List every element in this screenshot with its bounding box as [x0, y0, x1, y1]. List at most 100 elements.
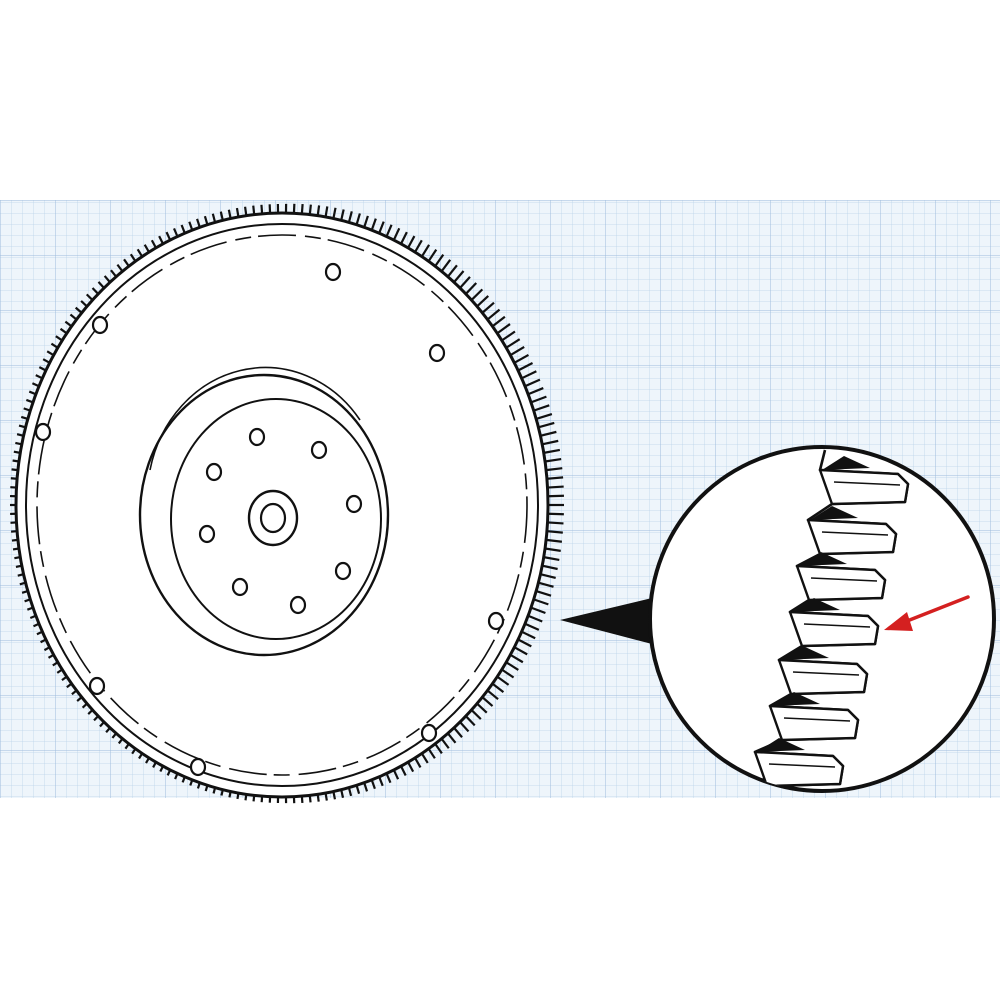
hub-recess-shadow-arc	[149, 366, 361, 471]
ring-gear-tooth	[440, 737, 450, 749]
outer-bolt-hole	[420, 723, 438, 743]
hub-bolt-hole	[310, 440, 328, 460]
ring-gear-tooth	[355, 213, 361, 226]
ring-gear-tooth	[427, 748, 436, 759]
ring-gear-tooth	[414, 757, 422, 768]
ring-gear-tooth	[414, 239, 423, 253]
ring-gear-tooth	[509, 653, 524, 664]
ring-gear-tooth	[505, 661, 519, 671]
outer-bolt-hole	[34, 422, 52, 442]
tooth-shadow	[772, 692, 820, 706]
ring-gear-tooth	[546, 530, 563, 534]
hub-bolt-hole	[231, 577, 249, 597]
ring-gear-tooth	[544, 547, 561, 552]
tooth-chamfer-line	[833, 481, 901, 486]
ring-gear-tooth	[340, 209, 345, 221]
ring-gear-tooth	[546, 476, 564, 480]
tooth-chamfer-line	[768, 763, 836, 768]
magnified-tooth	[768, 704, 860, 742]
ring-gear-tooth	[434, 253, 445, 267]
ring-gear-tooth	[300, 204, 304, 214]
ring-gear-tooth	[481, 301, 495, 314]
ring-gear-tooth	[407, 235, 416, 249]
magnified-tooth	[777, 658, 869, 696]
hub-bolt-hole	[198, 524, 216, 544]
ring-gear-tooth	[400, 765, 407, 777]
tooth-chamfer-line	[810, 577, 878, 582]
ring-gear-tooth	[385, 224, 393, 237]
ring-gear-tooth	[496, 323, 511, 335]
ring-gear-tooth	[533, 404, 550, 412]
ring-gear-tooth	[491, 315, 506, 328]
ring-gear-tooth	[535, 590, 552, 597]
ring-gear-tooth	[476, 702, 488, 714]
hub-bolt-hole	[345, 494, 363, 514]
magnified-tooth	[788, 610, 880, 648]
ring-gear-tooth	[513, 646, 528, 656]
ring-gear-tooth	[521, 370, 537, 380]
ring-gear-tooth	[544, 457, 562, 463]
hub-bolt-hole	[205, 462, 223, 482]
ring-gear-tooth	[513, 353, 530, 364]
ring-gear-tooth	[324, 206, 329, 218]
tooth-shadow	[822, 456, 870, 470]
ring-gear-tooth	[420, 752, 429, 764]
ring-gear-tooth	[347, 211, 353, 223]
ring-gear-tooth	[470, 709, 482, 720]
flywheel-rim-inner-edge	[25, 223, 539, 787]
magnified-tooth	[753, 750, 845, 788]
ring-gear-tooth	[509, 346, 525, 357]
ring-gear-tooth	[459, 276, 471, 289]
ring-gear-tooth	[446, 264, 458, 278]
ring-gear-tooth	[517, 638, 532, 648]
ring-gear-tooth	[541, 564, 558, 571]
ring-gear-tooth	[543, 448, 561, 454]
ring-gear-tooth	[400, 231, 408, 245]
tooth-chamfer-line	[803, 623, 871, 628]
ring-gear-tooth	[427, 249, 438, 262]
magnified-tooth	[795, 564, 887, 602]
ring-gear-tooth	[547, 485, 564, 489]
ring-gear-tooth	[540, 573, 556, 580]
flywheel-friction-face-edge	[36, 234, 528, 776]
outer-bolt-holes	[34, 262, 505, 777]
ring-gear-tooth	[392, 227, 401, 241]
tooth-shadow	[799, 552, 847, 566]
hub-bolt-hole	[334, 561, 352, 581]
ring-gear-tooth	[496, 675, 510, 686]
ring-gear-tooth	[524, 378, 541, 388]
magnified-tooth	[806, 518, 898, 556]
ring-gear-tooth	[308, 204, 312, 215]
tooth-shadow	[781, 646, 829, 660]
ring-gear-tooth	[370, 779, 376, 790]
ring-gear-tooth	[501, 668, 515, 679]
ring-gear-tooth	[465, 715, 476, 727]
ring-gear-tooth	[491, 682, 505, 694]
ring-gear-tooth	[545, 538, 563, 543]
ring-gear-tooth	[392, 769, 400, 780]
hub-bolt-holes	[198, 427, 363, 615]
ring-gear-tooth	[486, 689, 499, 701]
ring-gear-tooth	[459, 721, 470, 733]
hub-face	[170, 398, 382, 640]
red-arrow-head	[884, 612, 913, 631]
ring-gear-tooth	[541, 439, 559, 446]
ring-gear-tooth	[332, 207, 337, 219]
ring-gear-tooth	[527, 387, 544, 396]
ring-gear-tooth	[517, 362, 534, 372]
ring-gear-tooth	[420, 244, 431, 258]
ring-gear-tooth	[316, 205, 321, 216]
ring-gear-tooth	[453, 270, 465, 283]
ring-gear-tooth	[527, 614, 543, 623]
ring-gear-tooth	[540, 430, 557, 437]
ring-gear-tooth	[470, 288, 484, 301]
outer-bolt-hole	[487, 611, 505, 631]
ring-gear-tooth	[501, 330, 516, 342]
magnified-teeth	[753, 449, 910, 788]
ring-gear-tooth	[538, 581, 554, 588]
wear-indicator-arrow	[884, 595, 970, 631]
tooth-shadow	[757, 738, 805, 752]
ring-gear-tooth	[505, 338, 521, 349]
